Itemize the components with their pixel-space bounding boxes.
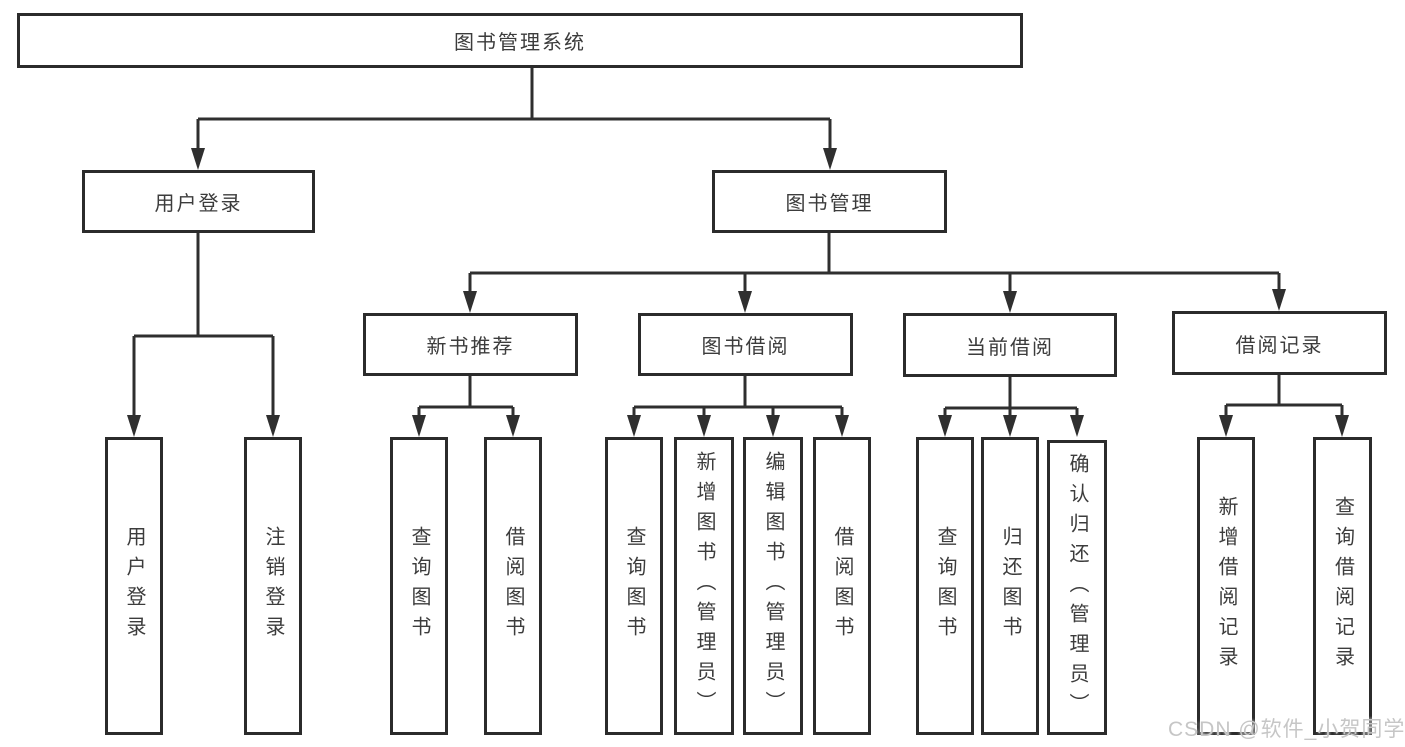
leaf-cb-return-books-label: 归还图书	[999, 526, 1021, 646]
connector-book-management-to-groups	[468, 233, 1281, 295]
node-root-system: 图书管理系统	[17, 13, 1023, 68]
leaf-cb-confirm-return-admin: 确认归还（管理员）	[1047, 440, 1107, 735]
node-borrow-records-label: 借阅记录	[1235, 334, 1324, 357]
node-borrow-records: 借阅记录	[1172, 311, 1387, 375]
node-user-login-label: 用户登录	[154, 193, 243, 215]
node-root-system-label: 图书管理系统	[454, 32, 586, 54]
leaf-br-query-record: 查询借阅记录	[1313, 437, 1372, 735]
leaf-nb-borrow-books-label: 借阅图书	[502, 526, 524, 646]
leaf-cb-query-books-label: 查询图书	[934, 526, 956, 646]
connector-root-to-branches	[196, 68, 832, 152]
node-current-borrow-label: 当前借阅	[966, 336, 1054, 359]
leaf-bb-add-books-admin-label: 新增图书（管理员）	[693, 451, 715, 721]
leaf-nb-query-books-label: 查询图书	[408, 526, 430, 646]
leaf-nb-borrow-books: 借阅图书	[484, 437, 542, 735]
leaf-cb-confirm-return-admin-label: 确认归还（管理员）	[1066, 452, 1088, 723]
node-new-book-recommend: 新书推荐	[363, 313, 578, 376]
leaf-br-query-record-label: 查询借阅记录	[1331, 496, 1354, 676]
leaf-br-add-record-label: 新增借阅记录	[1215, 496, 1237, 676]
leaf-cb-query-books: 查询图书	[916, 437, 974, 735]
node-book-borrow-label: 图书借阅	[701, 336, 790, 358]
leaf-user-login-label: 用户登录	[123, 526, 145, 646]
leaf-logout-label: 注销登录	[262, 526, 284, 646]
connector-user-login-to-leaves	[132, 233, 275, 419]
connector-new-book-to-leaves	[417, 376, 515, 419]
leaf-bb-borrow-books-label: 借阅图书	[831, 526, 853, 646]
connector-borrow-records-to-leaves	[1224, 375, 1344, 419]
node-book-borrow: 图书借阅	[638, 313, 853, 376]
connector-book-borrow-to-leaves	[632, 376, 844, 419]
leaf-bb-edit-books-admin: 编辑图书（管理员）	[743, 437, 803, 735]
connector-current-borrow-to-leaves	[943, 377, 1079, 419]
leaf-bb-add-books-admin: 新增图书（管理员）	[674, 437, 734, 735]
leaf-logout: 注销登录	[244, 437, 302, 735]
arrowheads	[127, 148, 1349, 437]
leaf-bb-query-books: 查询图书	[605, 437, 663, 735]
node-user-login: 用户登录	[82, 170, 315, 233]
leaf-bb-query-books-label: 查询图书	[623, 526, 645, 646]
leaf-bb-edit-books-admin-label: 编辑图书（管理员）	[762, 451, 784, 721]
node-current-borrow: 当前借阅	[903, 313, 1117, 377]
leaf-cb-return-books: 归还图书	[981, 437, 1039, 735]
leaf-user-login: 用户登录	[105, 437, 163, 735]
node-new-book-recommend-label: 新书推荐	[426, 336, 515, 358]
leaf-br-add-record: 新增借阅记录	[1197, 437, 1255, 735]
node-book-management-label: 图书管理	[785, 193, 874, 215]
node-book-management: 图书管理	[712, 170, 947, 233]
leaf-nb-query-books: 查询图书	[390, 437, 448, 735]
leaf-bb-borrow-books: 借阅图书	[813, 437, 871, 735]
